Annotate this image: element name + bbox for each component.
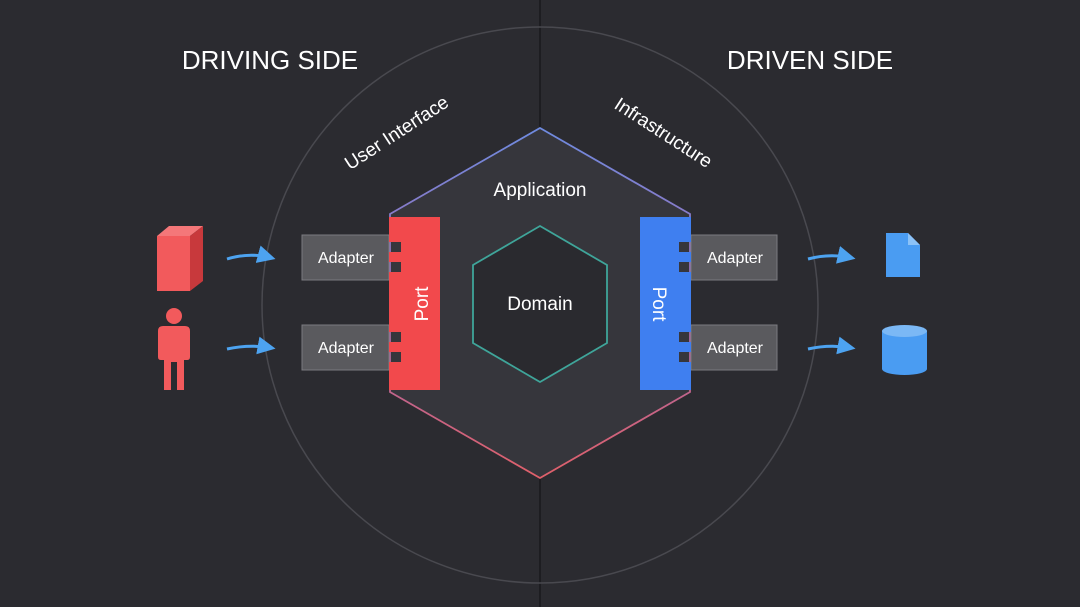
database-icon: [882, 325, 927, 375]
domain-hexagon: [472, 224, 608, 384]
left-adapter-top: Adapter: [301, 234, 390, 281]
driving-side-heading: DRIVING SIDE: [182, 45, 358, 75]
domain-label: Domain: [507, 294, 572, 315]
right-port-label: Port: [648, 287, 669, 323]
left-port-label: Port: [412, 286, 433, 322]
outer-circle: [261, 26, 819, 584]
left-port: [389, 217, 440, 390]
arrow-person-to-adapter: [226, 336, 276, 355]
left-adapter-bottom: Adapter: [301, 324, 390, 371]
right-adapter-top: Adapter: [690, 234, 778, 281]
document-icon: [886, 233, 920, 277]
right-port: [640, 217, 691, 390]
adapter-label: Adapter: [318, 340, 375, 357]
infrastructure-label: Infrastructure: [610, 94, 715, 173]
adapter-label: Adapter: [707, 340, 764, 357]
adapter-label: Adapter: [707, 250, 764, 267]
right-adapter-bottom: Adapter: [690, 324, 778, 371]
user-interface-label: User Interface: [341, 92, 453, 175]
arrow-adapter-to-database: [807, 336, 856, 355]
arrow-adapter-to-document: [807, 246, 856, 264]
arrow-cube-to-adapter: [226, 245, 276, 263]
adapter-label: Adapter: [318, 250, 375, 267]
driven-side-heading: DRIVEN SIDE: [727, 45, 893, 75]
cube-icon: [157, 226, 203, 291]
application-label: Application: [494, 180, 587, 201]
person-icon: [158, 308, 190, 390]
